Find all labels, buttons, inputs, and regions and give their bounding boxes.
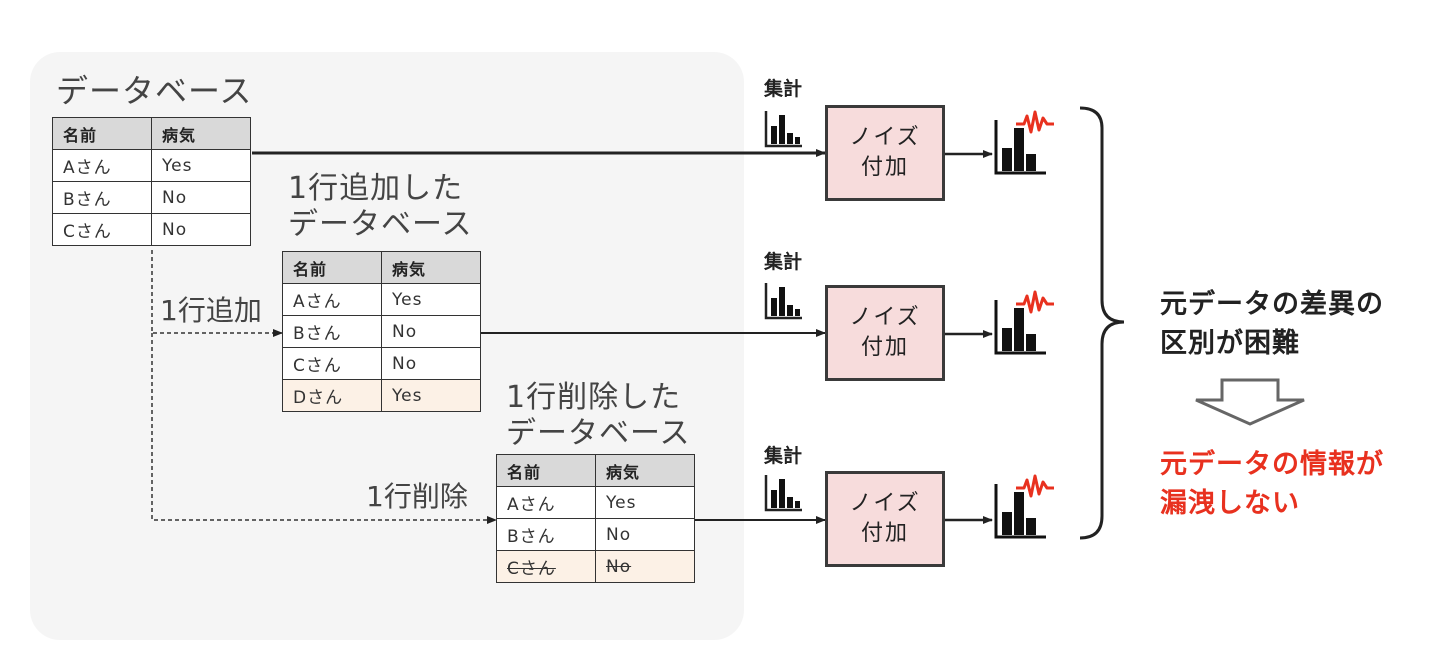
noise-box: ノイズ付加: [825, 285, 945, 381]
cell-status: Yes: [151, 149, 251, 182]
cell-name: Cさん: [496, 550, 596, 583]
cell-status: No: [151, 213, 251, 246]
cell-name: Bさん: [52, 181, 152, 214]
db3-title-line2: データベース: [506, 416, 691, 451]
aggregate-label: 集計: [764, 78, 803, 100]
add-row-connector: [151, 250, 283, 337]
table-header-row: 名前 病気: [496, 454, 695, 487]
delete-row-label: 1行削除: [366, 480, 468, 513]
cell-name: Aさん: [282, 283, 382, 316]
cell-name: Cさん: [52, 213, 152, 246]
result-text: 元データの情報が 漏洩しない: [1160, 445, 1384, 523]
db1-title: データベース: [56, 72, 253, 110]
noisy-bar-chart-icon: [994, 474, 1054, 539]
cell-name: Aさん: [496, 486, 596, 519]
cell-status: Yes: [381, 379, 481, 412]
noise-label-line2: 付加: [860, 521, 909, 546]
noise-label-line1: ノイズ: [849, 305, 921, 330]
delete-row-connector: [151, 333, 497, 524]
aggregate-label: 集計: [764, 445, 803, 467]
col-header-status: 病気: [595, 454, 695, 487]
strikethrough-text: Cさん: [507, 559, 556, 579]
noise-label-line2: 付加: [860, 155, 909, 180]
cell-status: No: [595, 518, 695, 551]
conclusion-text: 元データの差異の 区別が困難: [1160, 285, 1384, 363]
brace-icon: [1079, 106, 1125, 540]
table-header-row: 名前 病気: [52, 117, 251, 150]
deleted-row: Cさん No: [496, 550, 695, 583]
cell-name: Aさん: [52, 149, 152, 182]
col-header-name: 名前: [282, 251, 382, 284]
result-line1: 元データの情報が: [1160, 449, 1384, 480]
col-header-status: 病気: [381, 251, 481, 284]
cell-status: No: [381, 315, 481, 348]
noise-box: ノイズ付加: [825, 105, 945, 201]
noise-label-line2: 付加: [860, 335, 909, 360]
noise-label-line1: ノイズ: [849, 125, 921, 150]
bar-chart-icon: [764, 475, 802, 512]
cell-name: Bさん: [282, 315, 382, 348]
aggregate-label: 集計: [764, 251, 803, 273]
cell-status: Yes: [381, 283, 481, 316]
noisy-bar-chart-icon: [994, 290, 1054, 355]
cell-status: Yes: [595, 486, 695, 519]
down-arrow-icon: [1195, 378, 1305, 426]
db3-title-line1: 1行削除した: [506, 380, 682, 415]
conclusion-line1: 元データの差異の: [1160, 289, 1384, 320]
col-header-name: 名前: [496, 454, 596, 487]
col-header-status: 病気: [151, 117, 251, 150]
cell-name: Cさん: [282, 347, 382, 380]
cell-status: No: [381, 347, 481, 380]
col-header-name: 名前: [52, 117, 152, 150]
bar-chart-icon: [764, 283, 802, 320]
noise-box: ノイズ付加: [825, 471, 945, 567]
db2-title-line1: 1行追加した: [288, 171, 464, 206]
noise-label-line1: ノイズ: [849, 491, 921, 516]
strikethrough-text: No: [606, 556, 632, 577]
cell-status: No: [595, 550, 695, 583]
add-row-label: 1行追加: [160, 294, 262, 327]
cell-status: No: [151, 181, 251, 214]
noisy-bar-chart-icon: [994, 110, 1054, 175]
db2-title-line2: データベース: [288, 207, 473, 242]
cell-name: Dさん: [282, 379, 382, 412]
cell-name: Bさん: [496, 518, 596, 551]
result-line2: 漏洩しない: [1160, 488, 1300, 519]
conclusion-line2: 区別が困難: [1160, 328, 1300, 359]
bar-chart-icon: [764, 111, 802, 148]
table-header-row: 名前 病気: [282, 251, 481, 284]
